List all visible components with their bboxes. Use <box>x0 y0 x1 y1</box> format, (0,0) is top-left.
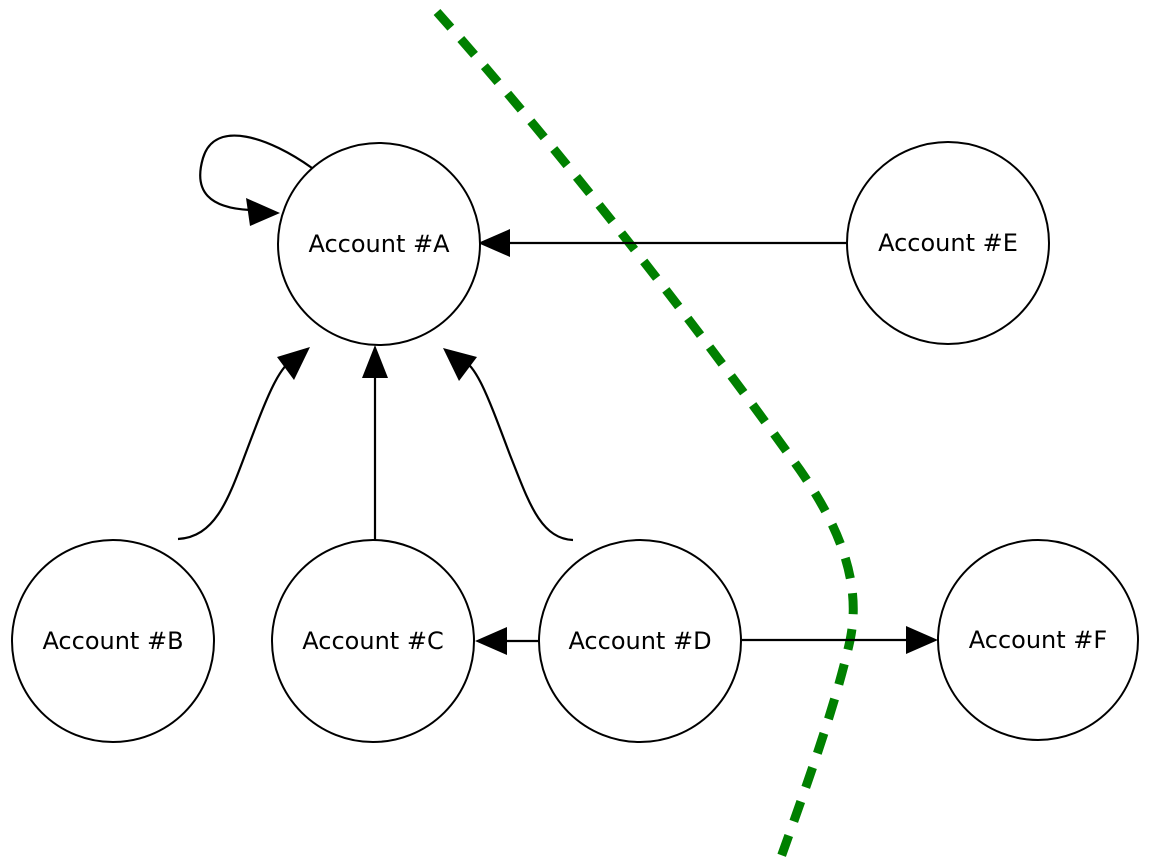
node-account-f-label: Account #F <box>969 626 1107 654</box>
node-account-d-label: Account #D <box>568 627 711 655</box>
node-account-b-label: Account #B <box>42 627 183 655</box>
node-account-c[interactable]: Account #C <box>271 539 475 743</box>
node-account-d-circle[interactable] <box>538 539 742 743</box>
node-account-f-circle[interactable] <box>937 539 1139 741</box>
edge-d-to-f <box>742 626 938 654</box>
node-account-b[interactable]: Account #B <box>11 539 215 743</box>
edge-e-to-a <box>478 229 846 257</box>
node-account-c-circle[interactable] <box>271 539 475 743</box>
edge-d-to-a-arrowhead <box>443 348 477 381</box>
edge-d-to-f-arrowhead <box>906 626 938 654</box>
node-account-b-circle[interactable] <box>11 539 215 743</box>
edge-d-to-c <box>475 627 540 655</box>
node-account-a-circle[interactable] <box>277 142 481 346</box>
green-dashed-boundary-curve <box>433 9 858 862</box>
edge-a-to-a-arrowhead <box>246 198 280 226</box>
node-account-e-label: Account #E <box>878 229 1018 257</box>
node-account-c-label: Account #C <box>302 627 443 655</box>
node-account-a[interactable]: Account #A <box>277 142 481 346</box>
edge-a-to-a-path <box>199 134 313 212</box>
edge-d-to-c-arrowhead <box>475 627 507 655</box>
edge-b-to-a-path <box>177 355 298 541</box>
edge-a-to-a <box>199 134 313 226</box>
node-account-e[interactable]: Account #E <box>846 141 1050 345</box>
edge-b-to-a-arrowhead <box>277 347 310 380</box>
edge-d-to-a-path <box>459 357 574 542</box>
edge-e-to-a-arrowhead <box>478 229 510 257</box>
edge-d-to-a <box>443 348 574 542</box>
edge-c-to-a <box>362 345 388 540</box>
edge-c-to-a-arrowhead <box>362 345 388 378</box>
node-account-f[interactable]: Account #F <box>937 539 1139 741</box>
node-account-d[interactable]: Account #D <box>538 539 742 743</box>
node-account-a-label: Account #A <box>308 230 450 258</box>
node-account-e-circle[interactable] <box>846 141 1050 345</box>
edge-b-to-a <box>177 347 310 541</box>
